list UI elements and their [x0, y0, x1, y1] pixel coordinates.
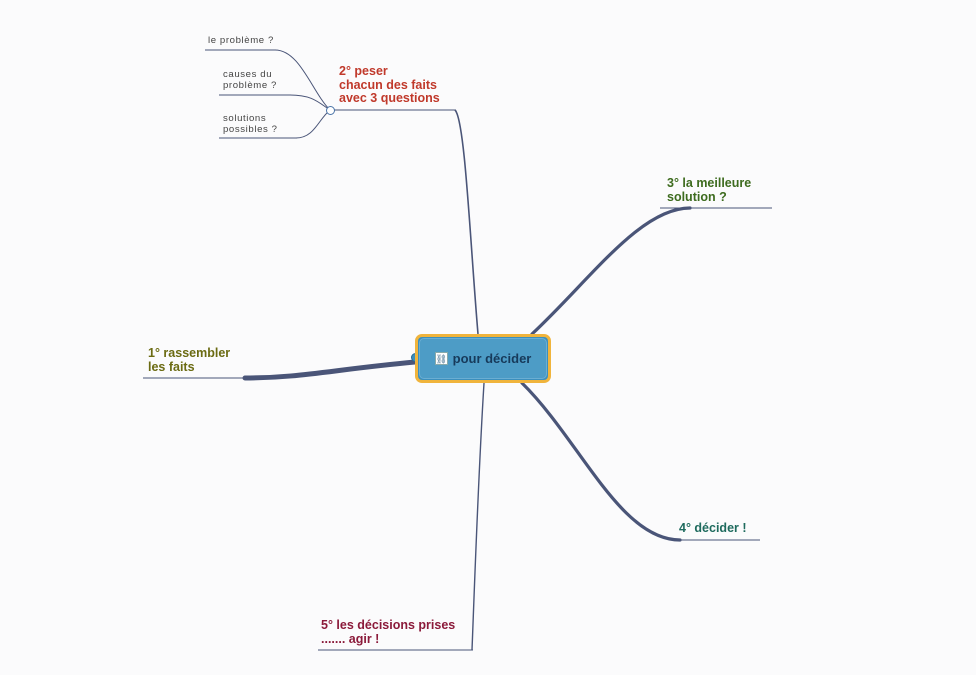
- sub-question-causes[interactable]: causes du problème ?: [223, 69, 277, 91]
- branch-line-5: [471, 382, 485, 651]
- sub-question-probleme[interactable]: le problème ?: [208, 35, 274, 46]
- branch-meilleure-solution[interactable]: 3° la meilleure solution ?: [667, 176, 752, 204]
- branch-decider[interactable]: 4° décider !: [679, 521, 747, 535]
- branch-rassembler[interactable]: 1° rassembler les faits: [148, 346, 231, 374]
- branch-line-1: [242, 359, 418, 381]
- branch-agir[interactable]: 5° les décisions prises ....... agir !: [321, 618, 456, 646]
- branch-line-2: [454, 109, 479, 335]
- branch-line-3: [530, 206, 692, 336]
- central-node[interactable]: ⛓ pour décider: [415, 334, 551, 383]
- sub-question-solutions[interactable]: solutions possibles ?: [223, 113, 278, 135]
- collapse-knob[interactable]: [325, 105, 335, 115]
- central-node-title: pour décider: [452, 351, 532, 366]
- branch-line-4: [520, 381, 682, 542]
- link-icon[interactable]: ⛓: [434, 352, 448, 365]
- branch-peser[interactable]: 2° peser chacun des faits avec 3 questio…: [339, 64, 440, 105]
